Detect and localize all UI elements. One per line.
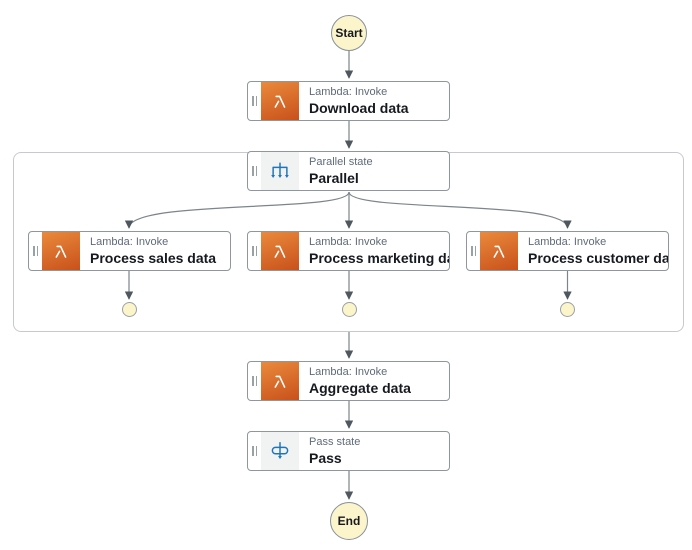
state-type-label: Lambda: Invoke	[309, 235, 388, 248]
branch-end-dot	[341, 302, 357, 317]
state-name: Process sales data	[90, 249, 217, 266]
end-node: End	[330, 502, 368, 540]
state-type-label: Lambda: Invoke	[309, 365, 388, 378]
state-type-label: Pass state	[309, 435, 361, 448]
lambda-icon	[480, 232, 518, 270]
state-type-label: Lambda: Invoke	[90, 235, 169, 248]
drag-handle-icon[interactable]	[29, 232, 42, 270]
state-pass[interactable]: Pass state Pass	[247, 431, 450, 471]
lambda-icon	[261, 362, 299, 400]
drag-handle-icon[interactable]	[248, 362, 261, 400]
state-type-label: Lambda: Invoke	[309, 85, 388, 98]
state-name: Pass	[309, 449, 342, 466]
lambda-icon	[42, 232, 80, 270]
pass-state-icon	[261, 432, 299, 470]
parallel-fork-icon	[261, 152, 299, 190]
lambda-icon	[261, 232, 299, 270]
state-process-marketing-data[interactable]: Lambda: Invoke Process marketing data	[247, 231, 450, 271]
drag-handle-icon[interactable]	[248, 232, 261, 270]
drag-handle-icon[interactable]	[248, 152, 261, 190]
state-process-customer-data[interactable]: Lambda: Invoke Process customer data	[466, 231, 669, 271]
state-name: Process customer data	[528, 249, 669, 266]
drag-handle-icon[interactable]	[248, 82, 261, 120]
start-node: Start	[331, 15, 367, 51]
state-parallel[interactable]: Parallel state Parallel	[247, 151, 450, 191]
state-name: Process marketing data	[309, 249, 449, 266]
branch-end-dot	[121, 302, 137, 317]
state-name: Aggregate data	[309, 379, 411, 396]
drag-handle-icon[interactable]	[467, 232, 480, 270]
drag-handle-icon[interactable]	[248, 432, 261, 470]
state-process-sales-data[interactable]: Lambda: Invoke Process sales data	[28, 231, 231, 271]
state-name: Parallel	[309, 169, 359, 186]
start-label: Start	[335, 26, 363, 40]
state-type-label: Parallel state	[309, 155, 373, 168]
state-type-label: Lambda: Invoke	[528, 235, 607, 248]
branch-end-dot	[560, 302, 575, 317]
end-label: End	[337, 514, 361, 528]
state-download-data[interactable]: Lambda: Invoke Download data	[247, 81, 450, 121]
state-name: Download data	[309, 99, 409, 116]
state-aggregate-data[interactable]: Lambda: Invoke Aggregate data	[247, 361, 450, 401]
lambda-icon	[261, 82, 299, 120]
